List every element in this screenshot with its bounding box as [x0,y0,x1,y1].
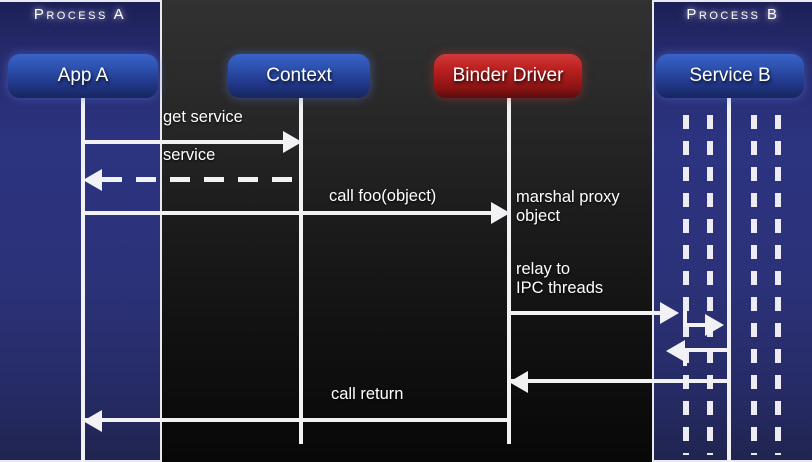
message-line-binder-return [509,379,731,383]
message-label-get-service: get service [163,108,243,126]
thread-hop-across [683,323,711,327]
lifeline-box-service-b[interactable]: Service B [656,54,804,98]
process-a-title: Process A [33,6,127,23]
message-label-service: service [163,146,216,164]
arrowhead-thread-reply [666,340,685,362]
lifeline-binder-driver [507,96,511,444]
lifeline-label-app-a: App A [57,65,109,86]
message-line-get-service [83,140,285,144]
message-line-service [102,177,302,182]
message-line-call-return [83,418,511,422]
lifeline-app-a [81,96,85,462]
lifeline-label-context: Context [266,65,332,86]
thread-reply-drop [683,348,687,366]
arrowhead-call-return [83,410,102,432]
service-thread-line-4 [775,115,781,455]
message-label-call-return: call return [331,385,404,403]
lifeline-box-context[interactable]: Context [228,54,370,98]
message-label-marshal-proxy-object: marshal proxy object [516,188,620,225]
lifeline-label-binder-driver: Binder Driver [452,65,564,86]
arrowhead-call-foo [491,202,510,224]
process-b-title: Process B [686,6,780,23]
service-thread-line-1 [683,115,689,455]
message-label-relay-to-ipc-threads: relay to IPC threads [516,260,604,297]
lifeline-service-b [727,96,731,462]
arrowhead-binder-return [509,371,528,393]
message-line-dispatch [509,311,662,315]
arrowhead-dispatch [660,302,679,324]
lifeline-box-binder-driver[interactable]: Binder Driver [434,54,582,98]
service-thread-line-2 [707,115,713,455]
thread-hop-down [683,311,687,327]
lifeline-context [299,96,303,444]
lifeline-box-app-a[interactable]: App A [8,54,158,98]
arrowhead-get-service [283,131,302,153]
arrowhead-service [83,169,102,191]
message-line-thread-reply [683,348,729,352]
message-label-call-foo: call foo(object) [329,187,437,205]
service-thread-line-3 [751,115,757,455]
lifeline-label-service-b: Service B [689,65,771,86]
message-line-call-foo [83,211,493,215]
arrowhead-thread-hop [705,314,724,336]
